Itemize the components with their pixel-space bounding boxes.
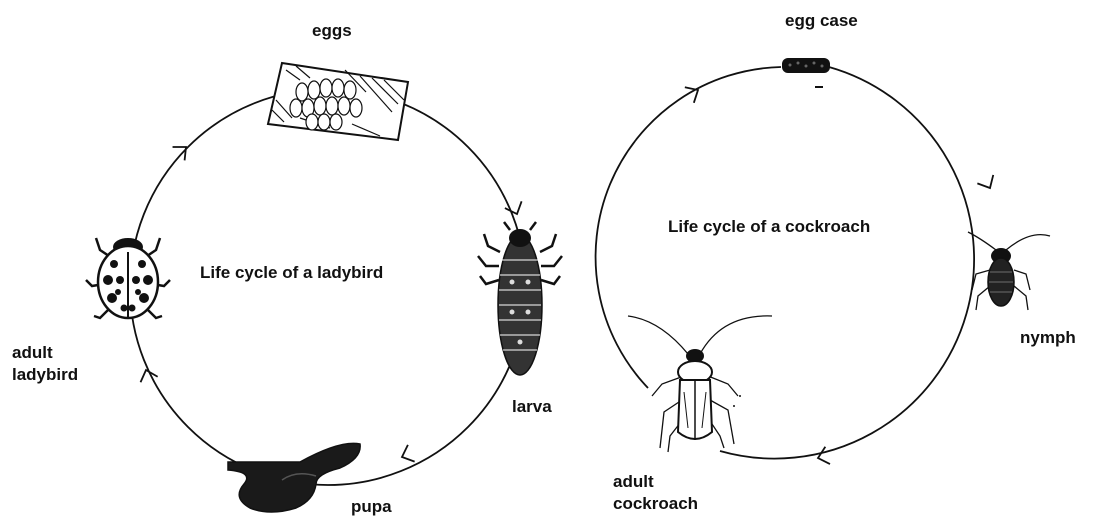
pupa-icon (228, 443, 360, 512)
arrow-adult-to-eggcase (685, 82, 703, 103)
ladybird-cycle-ring (130, 89, 526, 485)
cockroach-cycle (596, 58, 1050, 467)
nymph-icon (968, 232, 1050, 310)
arrow-adult-to-eggs (173, 140, 192, 160)
stage-label-adult-ladybird: adult ladybird (12, 342, 78, 386)
adult-cockroach-line1: adult (613, 471, 698, 493)
larva-icon (478, 222, 562, 375)
stage-label-nymph: nymph (1020, 327, 1076, 349)
cockroach-cycle-title: Life cycle of a cockroach (668, 216, 870, 238)
adult-ladybird-line1: adult (12, 342, 78, 364)
stage-label-larva: larva (512, 396, 552, 418)
arrow-larva-to-pupa (399, 445, 415, 465)
cockroach-icon (628, 316, 772, 452)
ladybird-icon (86, 238, 170, 318)
stage-label-eggs: eggs (312, 20, 352, 42)
adult-cockroach-line2: cockroach (613, 493, 698, 515)
egg-case-icon (782, 58, 830, 88)
egg-cluster-icon (268, 63, 408, 140)
ladybird-cycle (86, 63, 562, 512)
stage-label-egg-case: egg case (785, 10, 858, 32)
adult-ladybird-line2: ladybird (12, 364, 78, 386)
arrow-eggcase-to-nymph (977, 175, 998, 192)
stage-label-pupa: pupa (351, 496, 392, 518)
cockroach-cycle-arc-right (720, 67, 974, 459)
arrow-nymph-to-adult (816, 447, 830, 467)
stage-label-adult-cockroach: adult cockroach (613, 471, 698, 515)
ladybird-cycle-title: Life cycle of a ladybird (200, 262, 383, 284)
